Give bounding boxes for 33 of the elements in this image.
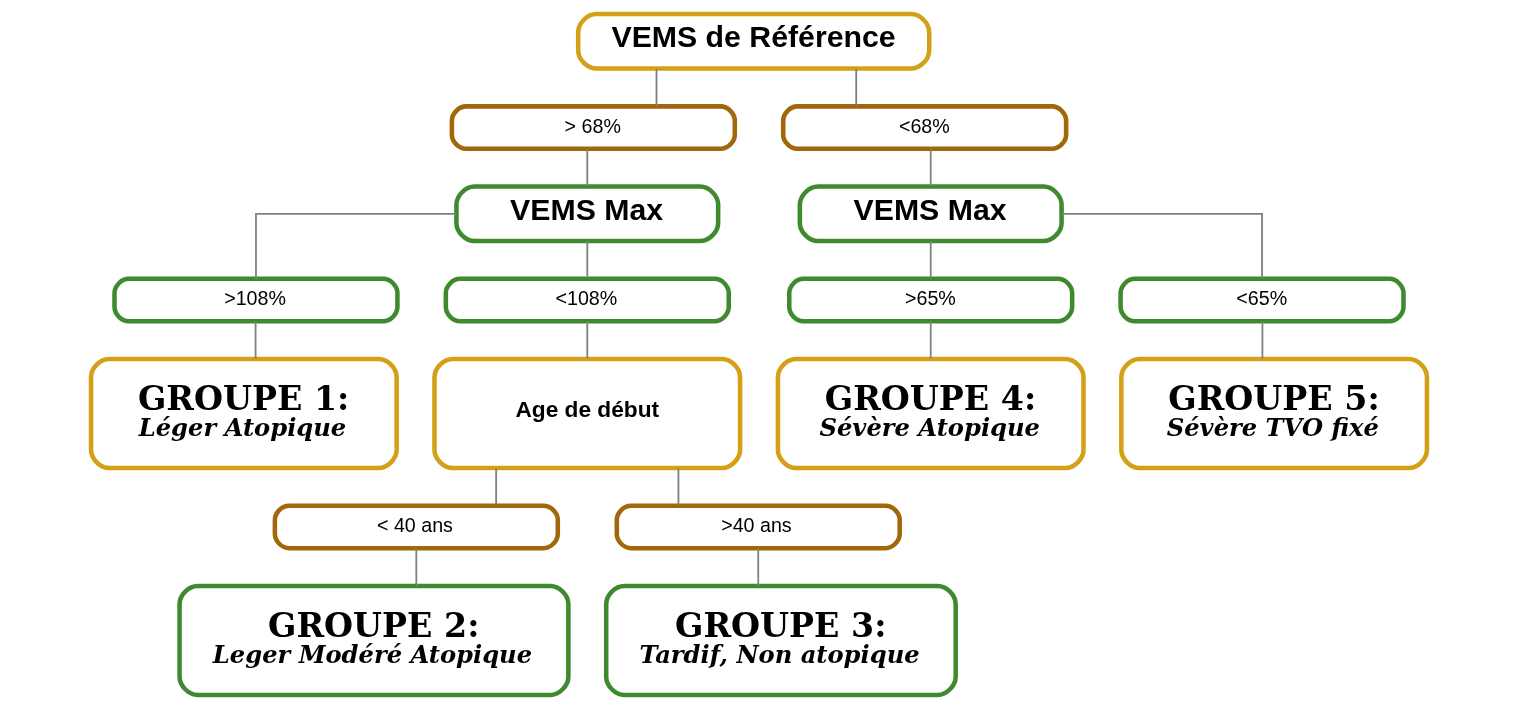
connector xyxy=(929,147,932,188)
node-box: GROUPE 5: Sévère TVO fixé xyxy=(1119,356,1430,471)
connector xyxy=(1261,320,1264,360)
node-box: VEMS Max xyxy=(797,184,1064,244)
node-box: >40 ans xyxy=(614,503,902,551)
connector xyxy=(586,320,589,360)
node-box: < 40 ans xyxy=(272,503,561,551)
node-box: > 68% xyxy=(449,104,738,151)
connector xyxy=(255,212,458,280)
connector xyxy=(586,240,589,280)
connector xyxy=(415,547,418,587)
connector xyxy=(495,467,498,507)
node-box: GROUPE 2: Leger Modéré Atopique xyxy=(177,583,571,698)
connector xyxy=(757,547,760,587)
node-box: <68% xyxy=(780,104,1069,151)
connector xyxy=(677,467,680,507)
node-box: >108% xyxy=(112,276,400,324)
connector xyxy=(929,320,932,360)
node-box: GROUPE 4: Sévère Atopique xyxy=(775,356,1086,471)
node-box: Age de début xyxy=(432,356,743,471)
node-box: >65% xyxy=(787,276,1075,324)
node-box: VEMS Max xyxy=(454,184,721,244)
connector xyxy=(929,240,932,280)
connector xyxy=(1060,212,1263,280)
node-box: <65% xyxy=(1118,276,1406,324)
connector xyxy=(254,320,257,360)
node-box: VEMS de Référence xyxy=(575,11,932,71)
node-box: GROUPE 3: Tardif, Non atopique xyxy=(603,583,958,698)
node-box: <108% xyxy=(443,276,731,324)
node-box: GROUPE 1: Léger Atopique xyxy=(88,356,399,471)
connector xyxy=(655,67,658,107)
connector xyxy=(855,67,858,107)
connector xyxy=(586,147,589,188)
